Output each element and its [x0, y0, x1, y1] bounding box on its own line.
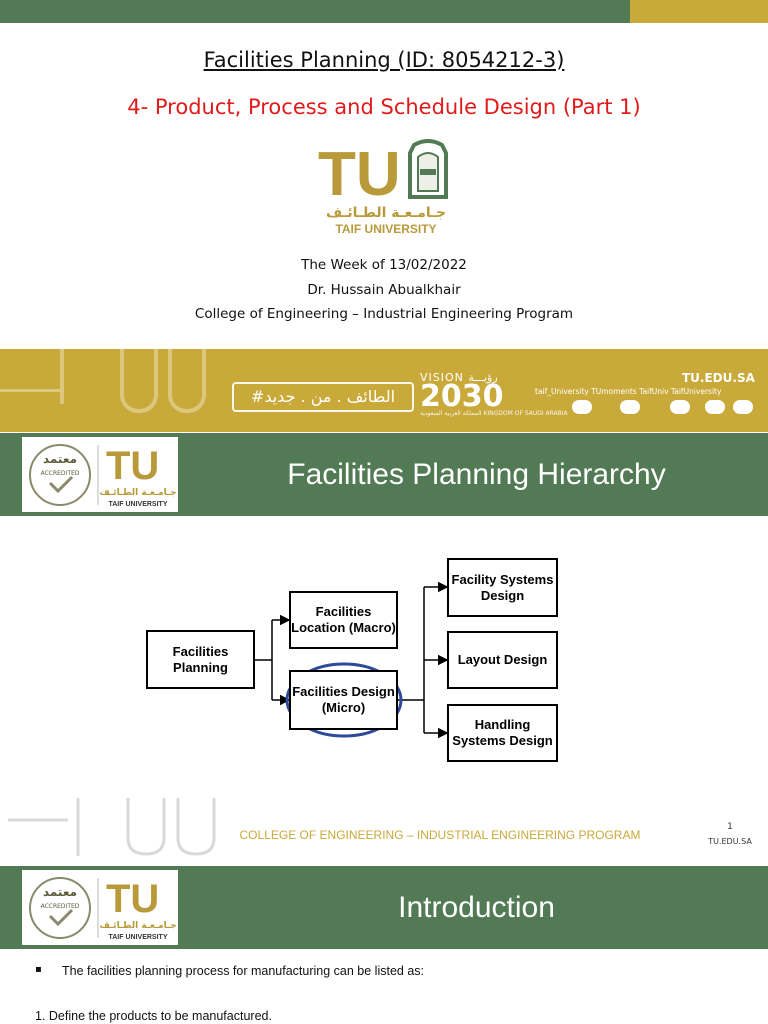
intro-bullet: The facilities planning process for manu…: [62, 964, 424, 978]
slogan-badge: #الطائف . من . جديد: [232, 382, 414, 412]
youtube-icon[interactable]: [705, 400, 725, 414]
section-title-2: Introduction: [398, 891, 555, 924]
node-facilities-design: Facilities Design (Micro): [289, 670, 398, 730]
node-facility-systems-design: Facility Systems Design: [447, 558, 558, 617]
accredited-logo: معتمد ACCREDITED TU جـامـعـة الطـائـف TA…: [22, 437, 178, 512]
college-name: College of Engineering – Industrial Engi…: [194, 306, 574, 322]
week-label: The Week of 13/02/2022: [301, 257, 467, 273]
top-bar-gold: [630, 0, 768, 23]
node-facilities-planning: Facilities Planning: [146, 630, 255, 689]
bullet-marker: ▪: [35, 964, 42, 975]
vision-2030-logo: VISION رؤيـــة 2030 المملكة العربية السع…: [420, 371, 568, 417]
svg-text:ACCREDITED: ACCREDITED: [41, 470, 80, 477]
svg-text:جـامـعـة الطـائـف: جـامـعـة الطـائـف: [99, 488, 176, 498]
svg-text:معتمد: معتمد: [43, 452, 77, 466]
instagram-icon[interactable]: [670, 400, 690, 414]
footer-url: TU.EDU.SA: [708, 837, 752, 846]
hierarchy-connectors: [255, 581, 449, 739]
node-handling-systems-design: Handling Systems Design: [447, 704, 558, 762]
twitter-icon-2[interactable]: [733, 400, 753, 414]
snapchat-icon[interactable]: [572, 400, 592, 414]
svg-text:TU: TU: [106, 877, 159, 921]
footer-program: COLLEGE OF ENGINEERING – INDUSTRIAL ENGI…: [239, 828, 641, 842]
svg-text:TU: TU: [106, 444, 159, 488]
author-name: Dr. Hussain Abualkhair: [307, 282, 461, 298]
taif-university-logo: TU جـامـعـة الطـائـف TAIF UNIVERSITY: [316, 139, 456, 237]
course-title: Facilities Planning (ID: 8054212-3): [203, 48, 565, 72]
svg-text:جـامـعـة الطـائـف: جـامـعـة الطـائـف: [326, 205, 446, 221]
svg-text:TAIF UNIVERSITY: TAIF UNIVERSITY: [109, 501, 168, 508]
svg-text:TAIF UNIVERSITY: TAIF UNIVERSITY: [109, 934, 168, 941]
section-title: Facilities Planning Hierarchy: [287, 458, 666, 491]
svg-text:TU: TU: [318, 140, 401, 209]
accredited-logo-2: معتمد ACCREDITED TU جـامـعـة الطـائـف TA…: [22, 870, 178, 945]
intro-step-1: 1. Define the products to be manufacture…: [35, 1009, 272, 1023]
highlight-circle: [285, 662, 403, 738]
top-bar-green: [0, 0, 630, 23]
section-header-hierarchy: معتمد ACCREDITED TU جـامـعـة الطـائـف TA…: [0, 433, 768, 516]
svg-text:TAIF UNIVERSITY: TAIF UNIVERSITY: [335, 222, 436, 236]
section-header-introduction: معتمد ACCREDITED TU جـامـعـة الطـائـف TA…: [0, 866, 768, 949]
ghost-tu-watermark: [8, 798, 216, 856]
svg-text:معتمد: معتمد: [43, 885, 77, 899]
page-number: 1: [727, 822, 733, 832]
twitter-icon[interactable]: [620, 400, 640, 414]
social-handles: taif_University TUmoments TaifUniv TaifU…: [535, 387, 722, 396]
vision-banner: #الطائف . من . جديد VISION رؤيـــة 2030 …: [0, 349, 768, 432]
node-facilities-location: Facilities Location (Macro): [289, 591, 398, 649]
node-layout-design: Layout Design: [447, 631, 558, 689]
site-url[interactable]: TU.EDU.SA: [682, 371, 755, 385]
svg-text:جـامـعـة الطـائـف: جـامـعـة الطـائـف: [99, 921, 176, 931]
lecture-title: 4- Product, Process and Schedule Design …: [127, 95, 641, 119]
svg-text:ACCREDITED: ACCREDITED: [41, 903, 80, 910]
